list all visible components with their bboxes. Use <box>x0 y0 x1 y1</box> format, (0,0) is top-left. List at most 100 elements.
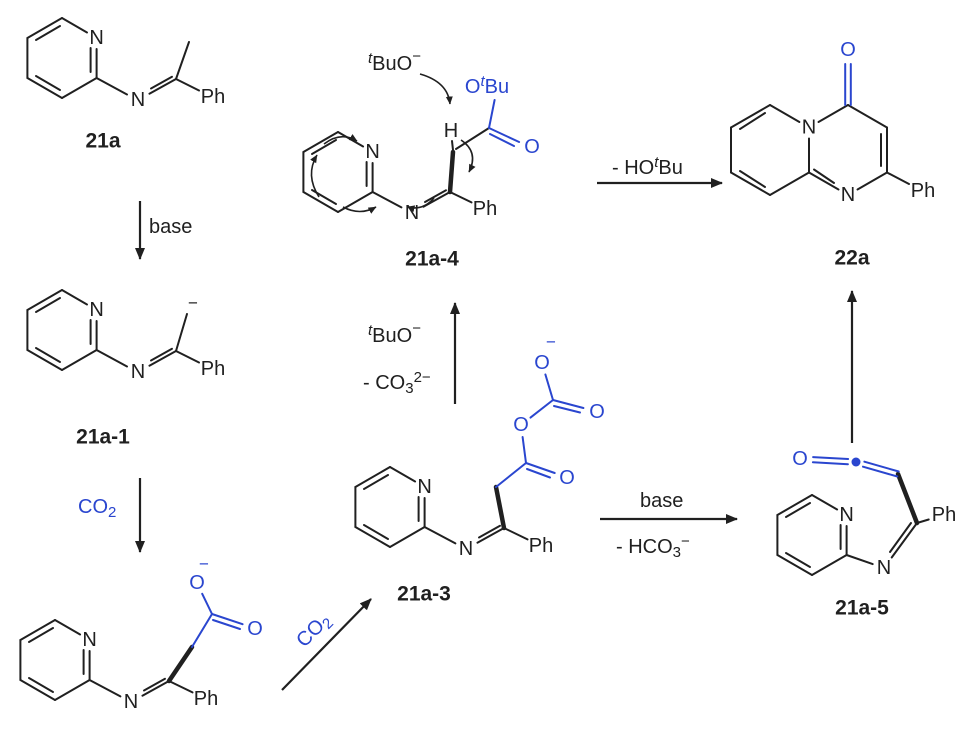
atom-nitrogen: N <box>131 361 145 383</box>
reagent-label-base: base <box>149 216 192 238</box>
arrow-co2-diagonal: CO2 <box>281 598 372 691</box>
carbonyl-bond-inner <box>526 468 551 479</box>
atom-nitrogen: N <box>82 629 96 651</box>
bond <box>521 436 527 464</box>
carbonyl-bond-inner <box>489 133 515 147</box>
hco3-superscript: − <box>681 533 690 550</box>
otbu-oxygen: O <box>465 76 481 98</box>
double-bond-inner <box>28 627 54 643</box>
arrow-base-hco3: base - HCO3− <box>600 490 738 561</box>
arrow-co2-addition: CO2 <box>78 478 145 553</box>
bond <box>730 104 771 129</box>
bond <box>845 554 874 566</box>
bond <box>488 99 496 129</box>
arrow-elimination-hotbu: - HOtBu <box>597 154 723 188</box>
bond <box>61 349 98 371</box>
curved-electron-arrow <box>342 206 377 214</box>
compound-label-21a-1: 21a-1 <box>76 426 130 449</box>
reagent-label-tbuo: tBuO− <box>368 320 421 348</box>
bond <box>54 679 91 701</box>
imine-bond-inner <box>478 524 501 539</box>
atom-nitrogen: N <box>877 557 891 579</box>
reagent-label-base: base <box>640 490 683 512</box>
atom-oxygen: O <box>792 448 808 470</box>
minus-charge: − <box>199 555 209 574</box>
bond <box>54 619 82 636</box>
atom-nitrogen: N <box>365 141 379 163</box>
atom-nitrogen: N <box>417 476 431 498</box>
structure-21a: N N Ph 21a <box>26 17 225 153</box>
bond <box>302 131 339 153</box>
phenyl-label: Ph <box>932 504 956 526</box>
structure-21a-4: N N Ph H O OtBu tBuO− 21a-4 <box>302 48 540 271</box>
phenyl-label: Ph <box>473 198 497 220</box>
bond <box>503 527 529 541</box>
bold-bond <box>493 484 507 531</box>
carbonyl-bond-inner <box>212 619 241 630</box>
double-bond-inner <box>739 112 766 130</box>
imine-bond-inner <box>889 522 912 553</box>
atom-nitrogen: N <box>131 89 145 111</box>
bond <box>811 554 848 576</box>
structure-21a-2: N N Ph O O − <box>19 555 263 713</box>
atom-oxygen: O <box>840 39 856 61</box>
bond <box>201 592 213 615</box>
co2-subscript: 2 <box>108 504 116 521</box>
bond <box>26 17 63 39</box>
phenyl-label: Ph <box>911 180 935 202</box>
bond <box>529 399 554 419</box>
atom-oxygen: O <box>247 618 263 640</box>
atom-oxygen: O <box>513 414 529 436</box>
compound-label-22a: 22a <box>834 247 869 270</box>
phenyl-label: Ph <box>529 535 553 557</box>
bond <box>88 679 122 698</box>
otbu-t: t <box>480 73 485 90</box>
imine-bond <box>890 522 918 559</box>
bond <box>847 104 888 129</box>
co2-main: CO <box>78 496 108 518</box>
bond <box>175 350 200 364</box>
atom-nitrogen: N <box>841 184 855 206</box>
atom-nitrogen: N <box>405 202 419 224</box>
compound-label-21a-5: 21a-5 <box>835 597 889 620</box>
ester-otbu-label: OtBu <box>465 73 509 99</box>
atom-oxygen: O <box>559 467 575 489</box>
bond <box>191 613 213 648</box>
hco3-subscript: 3 <box>673 544 681 561</box>
arrow-to-21a-4: tBuO− - CO32− <box>363 302 460 404</box>
atom-nitrogen: N <box>89 27 103 49</box>
curved-electron-arrow <box>406 197 435 213</box>
bond <box>886 171 910 185</box>
imine-bond <box>148 350 177 367</box>
atom-hydrogen: H <box>444 120 458 142</box>
bond <box>423 526 457 545</box>
bond <box>26 349 63 371</box>
imine-bond-inner <box>150 75 173 90</box>
bond <box>371 191 403 209</box>
double-bond-inner <box>813 168 835 184</box>
atom-oxygen: O <box>589 401 605 423</box>
imine-bond <box>476 527 505 544</box>
tbuo-t: t <box>368 322 373 339</box>
carbonyl-bond-inner <box>553 405 581 414</box>
reagent-label-hco3-loss: - HCO3− <box>616 533 690 561</box>
double-bond-inner <box>35 25 61 41</box>
imine-bond-inner <box>150 347 173 362</box>
carbanion-bond <box>175 313 188 352</box>
ketene-bond <box>863 460 900 473</box>
arrow-base: base <box>135 201 192 260</box>
compound-label-21a-4: 21a-4 <box>405 248 459 271</box>
double-bond-inner <box>35 75 61 91</box>
ketene-bond <box>862 465 899 478</box>
curved-electron-arrow <box>460 139 476 173</box>
bond <box>856 171 888 191</box>
curved-electron-arrow <box>419 73 453 105</box>
bond <box>811 494 839 511</box>
structure-22a: O N N Ph 22a <box>730 39 935 270</box>
bond <box>354 466 391 488</box>
bold-bond <box>166 644 195 684</box>
tbuo-main: BuO <box>372 53 412 75</box>
double-bond-inner <box>28 677 54 693</box>
bond <box>61 289 88 306</box>
